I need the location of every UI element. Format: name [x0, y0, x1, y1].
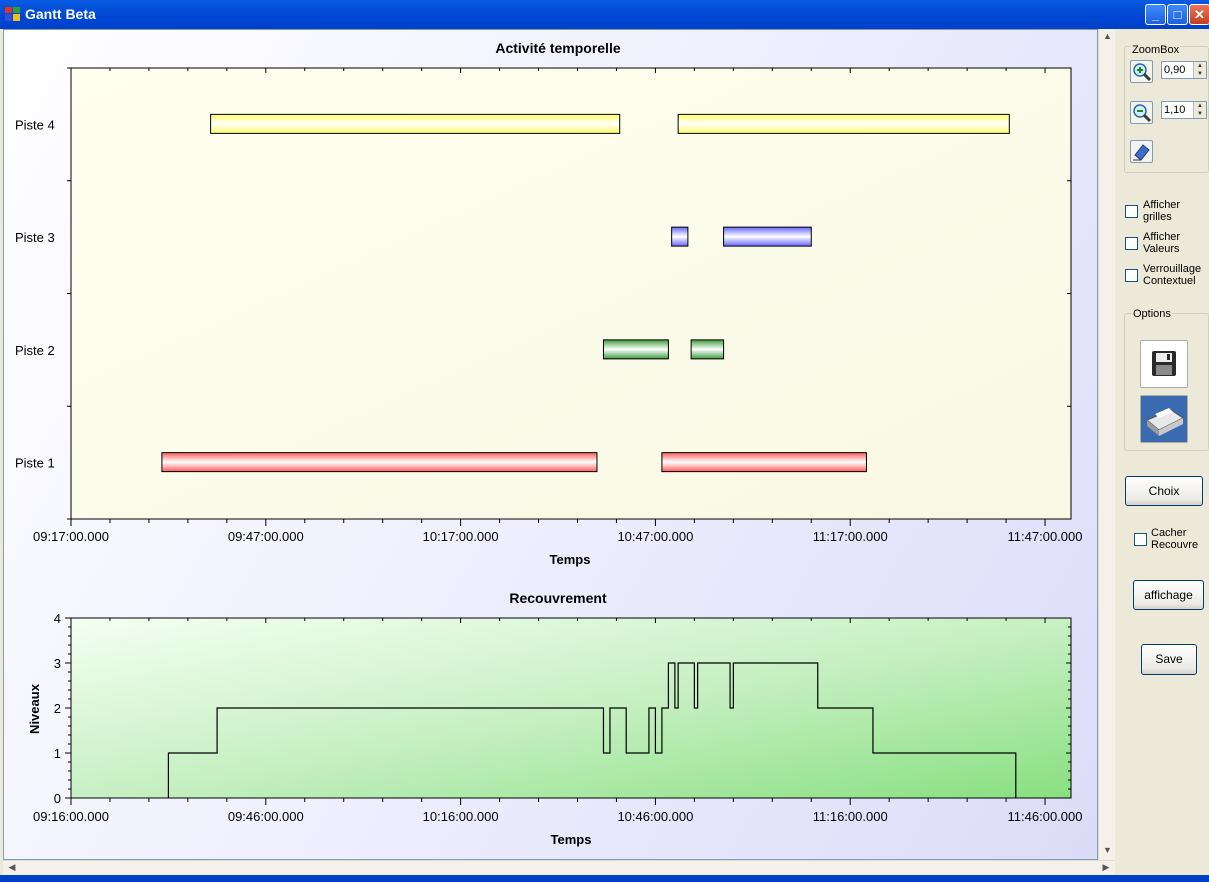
app-icon [5, 7, 20, 21]
printer-icon [1141, 396, 1187, 442]
sidebar: ZoomBox 0,90 ▲▼ [1117, 29, 1209, 875]
overlap-x-axis-label: Temps [551, 832, 592, 847]
zoom-in-factor-value: 0,90 [1164, 64, 1186, 76]
show-grid-label-line2: grilles [1143, 211, 1172, 223]
horizontal-scrollbar[interactable]: ◀ ▶ [3, 860, 1115, 875]
show-values-label: Afficher Valeurs [1143, 231, 1180, 255]
gantt-category-label: Piste 2 [15, 343, 55, 358]
overlap-x-tick-label: 11:46:00.000 [1008, 809, 1083, 824]
overlap-chart: Recouvrement Temps Niveaux 0 1 2 3 4 09:16:00… [27, 590, 1083, 847]
overlap-y-tick-label: 4 [54, 611, 61, 626]
zoom-out-factor-value: 1,10 [1164, 104, 1186, 116]
scroll-down-arrow-icon[interactable]: ▼ [1103, 845, 1112, 855]
maximize-button[interactable]: □ [1167, 4, 1188, 25]
spinner-arrows-icon[interactable]: ▲▼ [1193, 62, 1206, 78]
eraser-icon [1133, 144, 1150, 161]
scroll-right-arrow-icon[interactable]: ▶ [1102, 862, 1110, 872]
context-lock-label-line2: Contextuel [1143, 275, 1196, 287]
title-bar[interactable]: Gantt Beta _ □ ✕ [0, 0, 1209, 29]
gantt-bar [161, 452, 598, 473]
client-area: Activité temporelle Temps Piste 4 Piste 3… [3, 29, 1209, 875]
close-button[interactable]: ✕ [1189, 4, 1209, 25]
scroll-left-arrow-icon[interactable]: ◀ [8, 862, 16, 872]
gantt-x-tick-label: 11:47:00.000 [1008, 529, 1083, 544]
gantt-bar [661, 452, 867, 473]
context-lock-label-line1: Verrouillage [1143, 263, 1202, 275]
zoom-in-factor-spinner[interactable]: 0,90 ▲▼ [1161, 61, 1207, 79]
minimize-button[interactable]: _ [1145, 4, 1166, 25]
save-image-button[interactable] [1140, 340, 1188, 388]
hide-overlap-checkbox[interactable] [1134, 533, 1147, 546]
charts-canvas: Activité temporelle Temps Piste 4 Piste 3… [15, 40, 1083, 847]
options-legend: Options [1132, 308, 1172, 320]
overlap-x-tick-label: 10:16:00.000 [423, 809, 499, 824]
gantt-plot-area [70, 67, 1072, 520]
spinner-arrows-icon[interactable]: ▲▼ [1193, 102, 1206, 118]
gantt-x-tick-label: 10:17:00.000 [423, 529, 499, 544]
gantt-bar [690, 339, 725, 360]
overlap-y-tick-label: 0 [54, 791, 61, 806]
gantt-bar [677, 113, 1010, 134]
window-bottom-edge [0, 875, 1209, 882]
magnifier-minus-icon [1133, 104, 1152, 123]
floppy-disk-icon [1152, 351, 1176, 376]
overlap-title: Recouvrement [509, 590, 607, 606]
hide-overlap-label: Cacher Recouvre [1151, 527, 1198, 551]
gantt-title: Activité temporelle [495, 40, 620, 56]
gantt-x-axis-label: Temps [550, 552, 591, 567]
save-button[interactable]: Save [1141, 644, 1197, 675]
gantt-bar [210, 113, 621, 134]
overlap-y-tick-label: 1 [54, 746, 61, 761]
gantt-x-tick-label: 10:47:00.000 [617, 529, 693, 544]
gantt-category-label: Piste 1 [15, 456, 55, 471]
show-grid-checkbox[interactable] [1125, 205, 1138, 218]
show-values-label-line2: Valeurs [1143, 243, 1180, 255]
gantt-bar [602, 339, 669, 360]
choix-button[interactable]: Choix [1125, 476, 1203, 506]
show-values-label-line1: Afficher [1143, 231, 1181, 243]
overlap-y-tick-label: 3 [54, 656, 61, 671]
context-lock-label: Verrouillage Contextuel [1143, 263, 1201, 287]
gantt-bar [723, 226, 812, 247]
vertical-scrollbar[interactable]: ▲ ▼ [1098, 29, 1115, 860]
affichage-button[interactable]: affichage [1133, 580, 1204, 610]
chart-panel: Activité temporelle Temps Piste 4 Piste 3… [3, 29, 1098, 860]
gantt-chart: Activité temporelle Temps Piste 4 Piste 3… [15, 40, 1083, 567]
overlap-y-tick-label: 2 [54, 701, 61, 716]
gantt-x-tick-label: 11:17:00.000 [813, 529, 888, 544]
magnifier-plus-icon [1133, 63, 1152, 82]
overlap-x-tick-label: 11:16:00.000 [813, 809, 888, 824]
gantt-category-label: Piste 4 [15, 117, 55, 132]
print-button[interactable] [1140, 395, 1188, 443]
zoom-out-button[interactable] [1130, 101, 1153, 124]
overlap-x-tick-label: 09:46:00.000 [228, 809, 304, 824]
overlap-step-line [167, 662, 1017, 798]
gantt-x-tick-label: 09:47:00.000 [228, 529, 304, 544]
overlap-x-tick-label: 10:46:00.000 [617, 809, 693, 824]
gantt-x-tick-label: 09:17:00.000 [33, 529, 109, 544]
reset-zoom-button[interactable] [1130, 140, 1153, 163]
show-grid-label: Afficher grilles [1143, 199, 1180, 223]
window-title: Gantt Beta [25, 6, 96, 22]
show-grid-label-line1: Afficher [1143, 199, 1181, 211]
zoom-in-button[interactable] [1130, 60, 1153, 83]
show-values-checkbox[interactable] [1125, 237, 1138, 250]
overlap-y-axis-label: Niveaux [27, 683, 42, 734]
zoombox-legend: ZoomBox [1131, 44, 1181, 56]
hide-overlap-label-line1: Cacher [1151, 527, 1187, 539]
context-lock-checkbox[interactable] [1125, 269, 1138, 282]
scroll-up-arrow-icon[interactable]: ▲ [1103, 31, 1112, 41]
gantt-category-label: Piste 3 [15, 230, 55, 245]
zoom-out-factor-spinner[interactable]: 1,10 ▲▼ [1161, 101, 1207, 119]
hide-overlap-label-line2: Recouvre [1151, 539, 1199, 551]
gantt-bar [671, 226, 689, 247]
overlap-x-tick-label: 09:16:00.000 [33, 809, 109, 824]
